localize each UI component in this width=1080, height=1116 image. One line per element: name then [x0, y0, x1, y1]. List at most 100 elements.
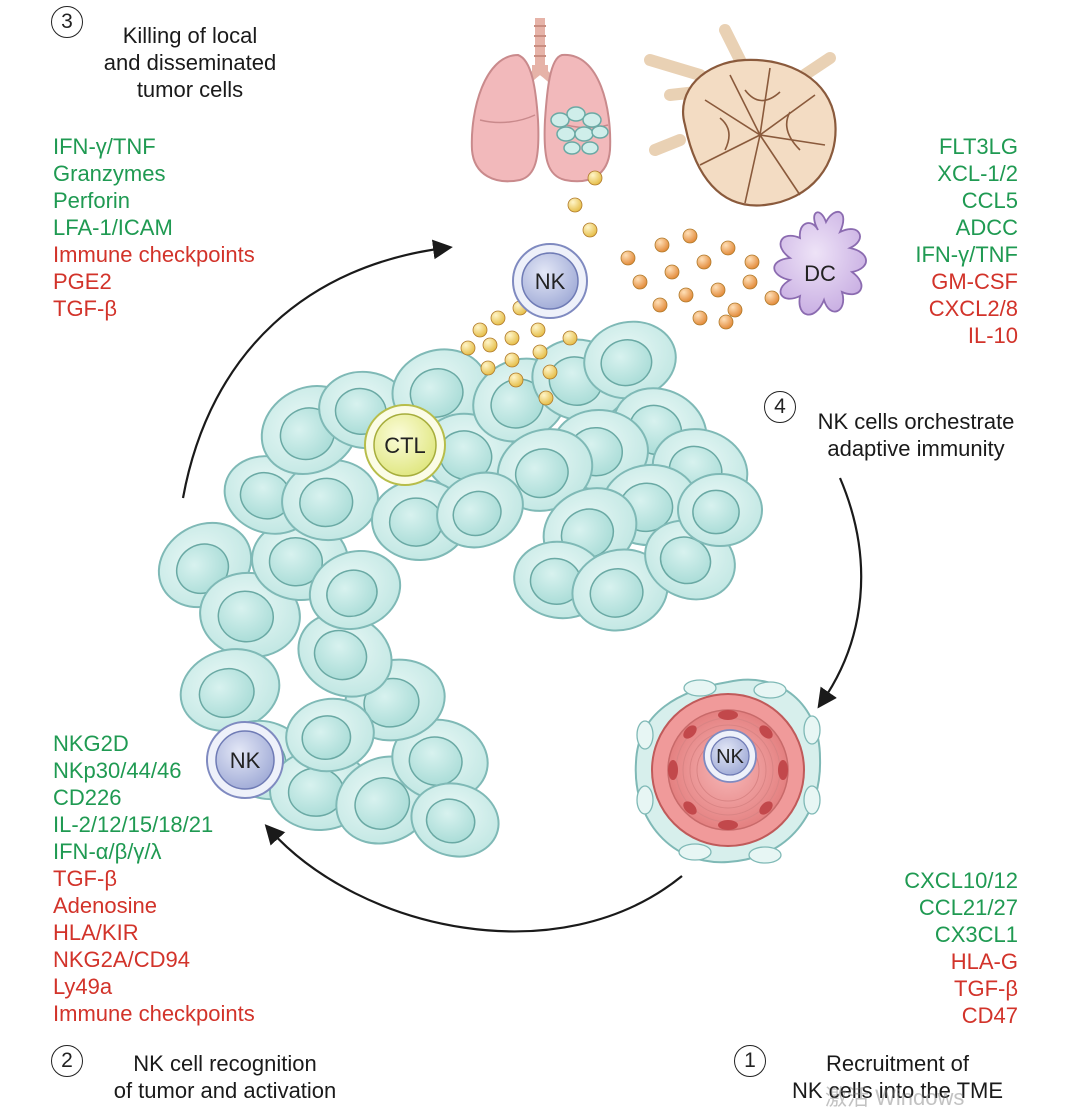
- nk-cell-killing: NK: [512, 243, 588, 319]
- ctl-label: CTL: [384, 433, 426, 458]
- recognition-activating-4: IL-2/12/15/18/21: [53, 812, 214, 837]
- tumor-cell: [496, 428, 594, 512]
- killing-factor-list: IFN-γ/TNF Granzymes Perforin LFA-1/ICAM …: [53, 133, 255, 322]
- tumor-cell: [285, 697, 375, 773]
- cytokine-particle: [504, 330, 520, 346]
- cytokine-particles-orange: [620, 228, 780, 330]
- step-3-line-3: tumor cells: [136, 77, 244, 102]
- cytokine-particle: [632, 274, 648, 290]
- cytokine-particle: [508, 372, 524, 388]
- cytokine-particle: [482, 337, 498, 353]
- arrow-to-recognition: [264, 824, 683, 933]
- arrow-to-killing: [181, 239, 453, 499]
- killing-activating-1: IFN-γ/TNF: [53, 134, 156, 159]
- lymph-node-illustration: [644, 24, 837, 207]
- recruitment-activating-3: CX3CL1: [934, 922, 1018, 947]
- step-2-line-1: NK cell recognition: [133, 1051, 317, 1076]
- cytokine-particle: [532, 344, 548, 360]
- killing-inhibitory-3: TGF-β: [53, 296, 117, 321]
- cytokine-particle: [764, 290, 780, 306]
- recognition-activating-1: NKG2D: [53, 731, 129, 756]
- step-4-caption: NK cells orchestrate adaptive immunity: [792, 408, 1040, 462]
- blood-vessel: NK: [634, 678, 822, 864]
- step-3-caption: Killing of local and disseminated tumor …: [70, 22, 310, 103]
- recognition-activating-5: IFN-α/β/γ/λ: [53, 839, 162, 864]
- ctl-cell: CTL: [364, 404, 446, 486]
- recognition-factor-list: NKG2D NKp30/44/46 CD226 IL-2/12/15/18/21…: [53, 730, 255, 1027]
- cytokine-particle: [460, 340, 476, 356]
- adaptive-activating-5: IFN-γ/TNF: [915, 242, 1018, 267]
- step-1-line-1: Recruitment of: [825, 1051, 970, 1076]
- cytokine-particle: [582, 222, 598, 238]
- step-4-number: 4: [764, 391, 796, 423]
- recognition-inhibitory-6: Immune checkpoints: [53, 1001, 255, 1026]
- recognition-inhibitory-1: TGF-β: [53, 866, 117, 891]
- cytokine-particle: [678, 287, 694, 303]
- killing-activating-2: Granzymes: [53, 161, 166, 186]
- adaptive-activating-4: ADCC: [955, 215, 1018, 240]
- cytokine-particle: [620, 250, 636, 266]
- dendritic-cell: DC: [773, 211, 867, 316]
- lung-metastasis: [550, 106, 609, 155]
- cytokine-particle: [567, 197, 583, 213]
- cytokine-particle: [504, 352, 520, 368]
- nk-label-vessel: NK: [716, 746, 744, 768]
- recognition-activating-3: CD226: [53, 785, 122, 810]
- step-3-line-2: and disseminated: [103, 50, 277, 75]
- tumor-cell: [677, 473, 763, 547]
- recruitment-inhibitory-1: HLA-G: [950, 949, 1018, 974]
- step-4-line-1: NK cells orchestrate: [817, 409, 1015, 434]
- killing-inhibitory-2: PGE2: [53, 269, 112, 294]
- adaptive-inhibitory-3: IL-10: [967, 323, 1018, 348]
- recognition-inhibitory-5: Ly49a: [53, 974, 113, 999]
- adaptive-activating-1: FLT3LG: [938, 134, 1018, 159]
- cytokine-particle: [490, 310, 506, 326]
- cytokine-particle: [542, 364, 558, 380]
- cytokine-particle: [744, 254, 760, 270]
- nk-cell-recognition: NK: [206, 721, 284, 799]
- lung-illustration: [470, 18, 612, 183]
- tumor-mass: [157, 320, 763, 858]
- step-2-caption: NK cell recognition of tumor and activat…: [80, 1050, 370, 1104]
- cytokine-particle: [664, 264, 680, 280]
- step-3-number: 3: [51, 6, 83, 38]
- step-3-line-1: Killing of local: [122, 23, 258, 48]
- cytokine-particle: [727, 302, 743, 318]
- cytokine-particle: [472, 322, 488, 338]
- adaptive-inhibitory-1: GM-CSF: [931, 269, 1018, 294]
- step-4-line-2: adaptive immunity: [827, 436, 1005, 461]
- step-1-number: 1: [734, 1045, 766, 1077]
- tumor-cell: [391, 718, 489, 802]
- dc-label: DC: [804, 261, 836, 286]
- step-1-line-2: NK cells into the TME: [791, 1078, 1004, 1103]
- step-2-line-2: of tumor and activation: [113, 1078, 337, 1103]
- tumor-cell: [436, 471, 524, 549]
- adaptive-inhibitory-2: CXCL2/8: [928, 296, 1018, 321]
- killing-inhibitory-1: Immune checkpoints: [53, 242, 255, 267]
- killing-activating-4: LFA-1/ICAM: [53, 215, 173, 240]
- step-1-caption: Recruitment of NK cells into the TME: [765, 1050, 1030, 1104]
- cytokine-particle: [710, 282, 726, 298]
- cytokine-particle: [682, 228, 698, 244]
- cytokine-particle: [692, 310, 708, 326]
- recognition-activating-2: NKp30/44/46: [53, 758, 182, 783]
- tumor-cell: [571, 548, 669, 632]
- recruitment-activating-1: CXCL10/12: [904, 868, 1018, 893]
- tumor-cell: [308, 549, 402, 631]
- cytokine-particle: [742, 274, 758, 290]
- adaptive-activating-2: XCL-1/2: [937, 161, 1018, 186]
- os-watermark: 激活 Windows: [825, 1085, 965, 1110]
- recruitment-activating-2: CCL21/27: [918, 895, 1018, 920]
- recognition-inhibitory-2: Adenosine: [53, 893, 157, 918]
- recruitment-inhibitory-2: TGF-β: [954, 976, 1018, 1001]
- cytokine-particle: [538, 390, 554, 406]
- tumor-cell: [179, 648, 281, 732]
- recruitment-inhibitory-3: CD47: [961, 1003, 1018, 1028]
- cytokine-particle: [718, 314, 734, 330]
- cytokine-particle: [720, 240, 736, 256]
- adaptive-activating-3: CCL5: [961, 188, 1018, 213]
- killing-activating-3: Perforin: [53, 188, 131, 213]
- tumor-cell: [410, 782, 500, 858]
- arrow-to-recruitment: [817, 477, 863, 709]
